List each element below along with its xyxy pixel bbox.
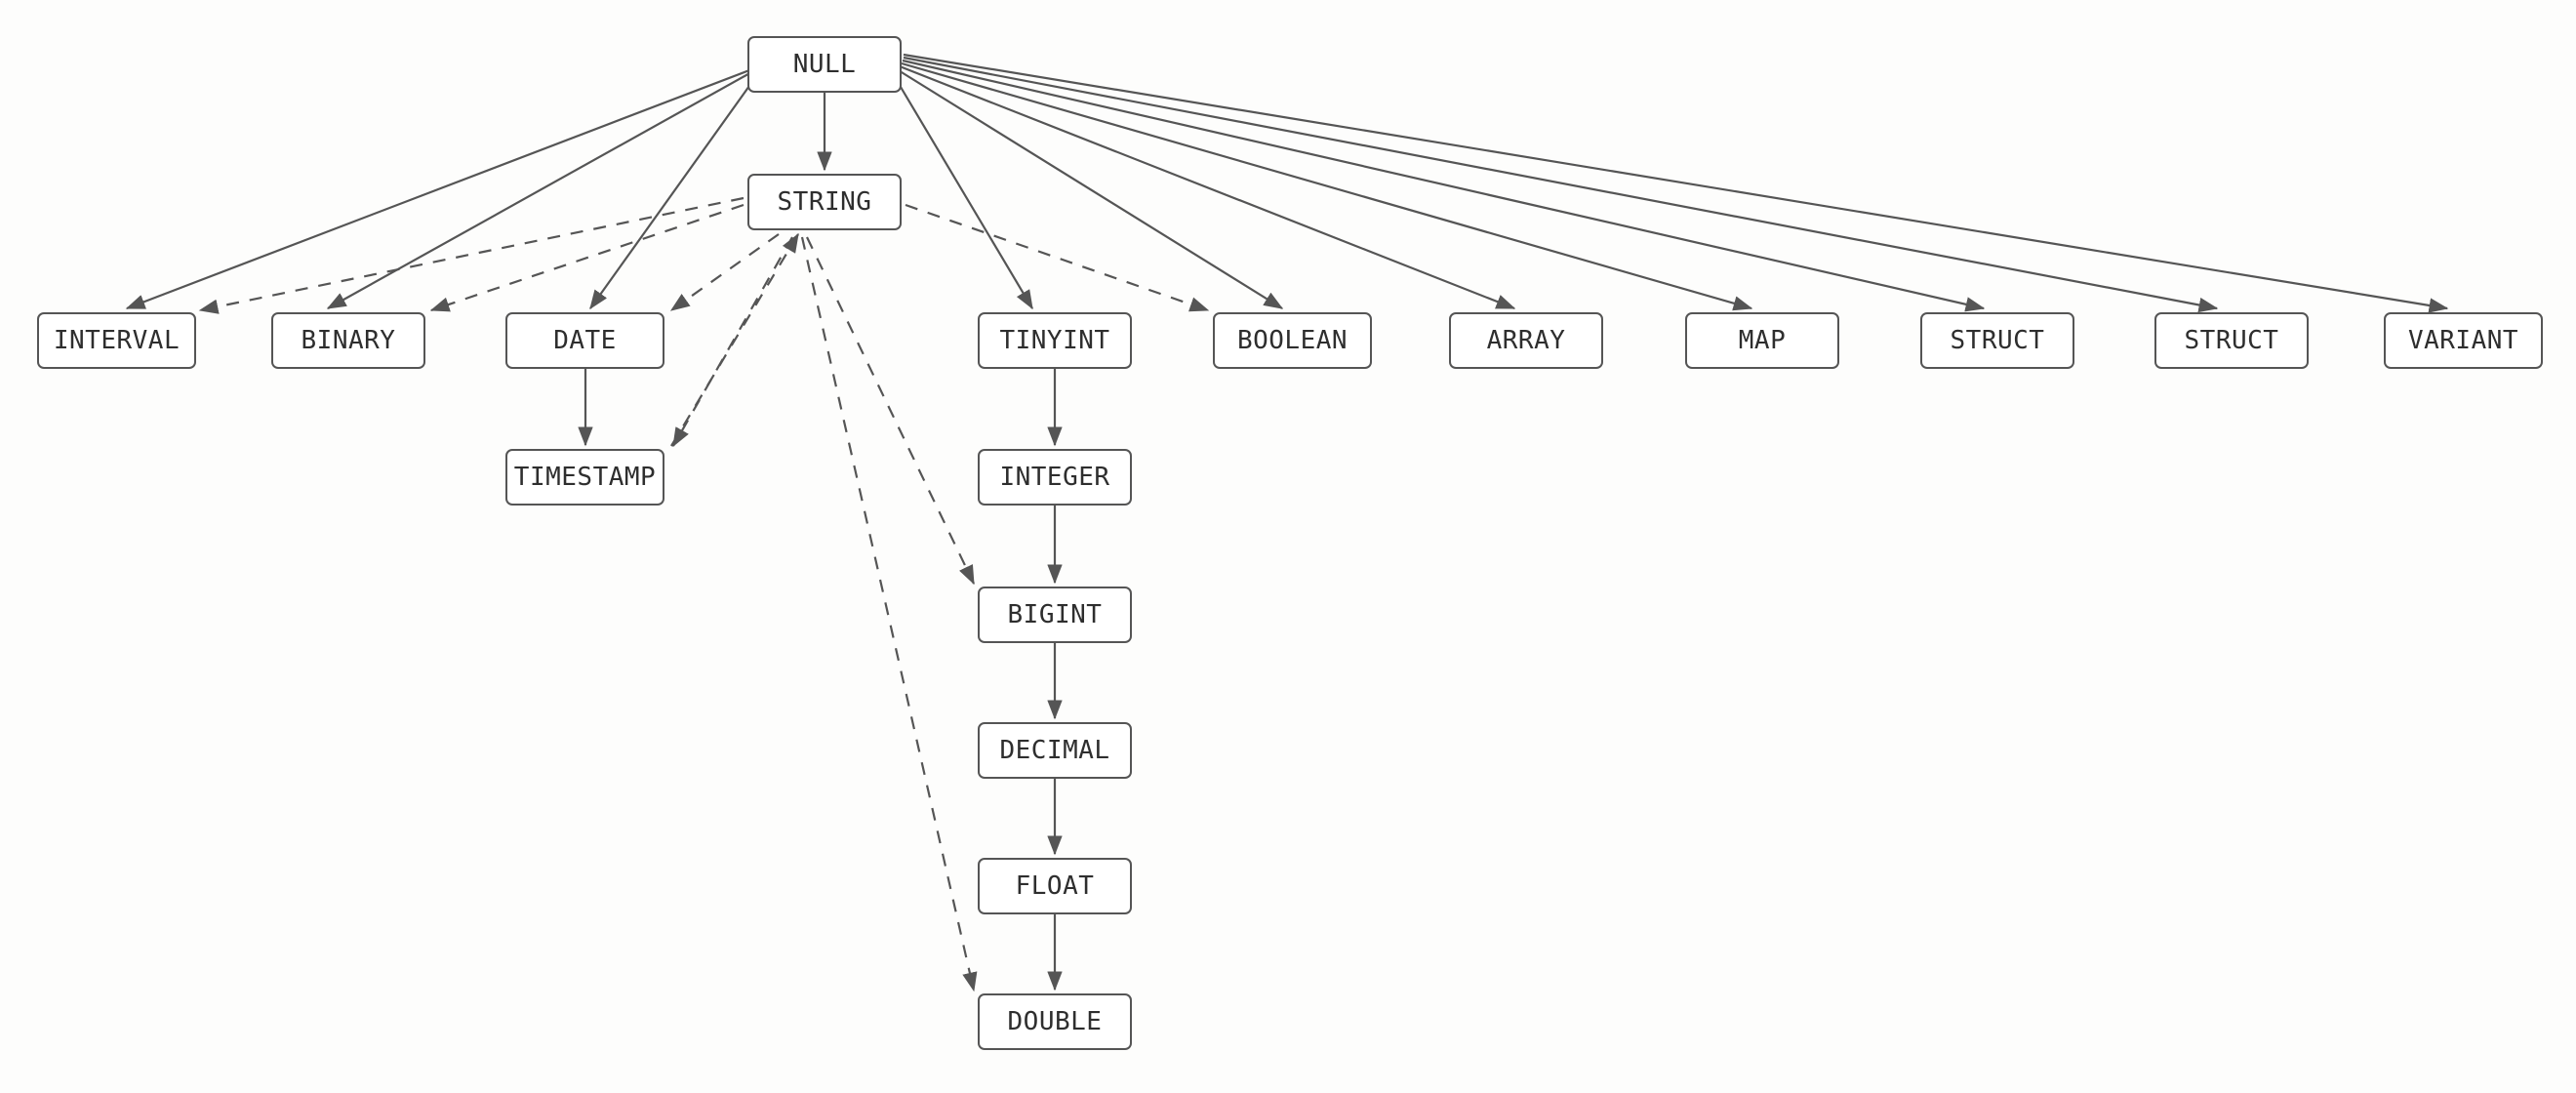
edge-null-to-boolean bbox=[896, 68, 1284, 309]
node-label-tinyint: TINYINT bbox=[999, 326, 1110, 355]
edge-timestamp-to-string bbox=[670, 232, 799, 447]
node-date[interactable]: DATE bbox=[505, 312, 664, 369]
node-label-boolean: BOOLEAN bbox=[1236, 326, 1348, 355]
node-label-null: NULL bbox=[792, 50, 857, 79]
edge-null-to-struct1 bbox=[902, 59, 1986, 312]
edge-null-to-interval bbox=[125, 68, 750, 310]
edge-null-to-array bbox=[899, 64, 1516, 310]
node-label-map: MAP bbox=[1738, 326, 1787, 355]
node-timestamp[interactable]: TIMESTAMP bbox=[505, 449, 664, 506]
node-label-struct2: STRUCT bbox=[2184, 326, 2279, 355]
node-tinyint[interactable]: TINYINT bbox=[978, 312, 1132, 369]
node-decimal[interactable]: DECIMAL bbox=[978, 722, 1132, 779]
edge-string-to-binary bbox=[429, 203, 745, 312]
node-label-float: FLOAT bbox=[1015, 871, 1095, 901]
node-array[interactable]: ARRAY bbox=[1449, 312, 1603, 369]
edge-null-to-tinyint bbox=[891, 71, 1033, 310]
edge-null-to-variant bbox=[903, 53, 2449, 313]
node-label-timestamp: TIMESTAMP bbox=[513, 463, 657, 492]
edge-string-to-interval bbox=[198, 196, 745, 314]
node-boolean[interactable]: BOOLEAN bbox=[1213, 312, 1372, 369]
node-label-decimal: DECIMAL bbox=[999, 736, 1110, 765]
node-interval[interactable]: INTERVAL bbox=[37, 312, 196, 369]
edge-string-to-date bbox=[669, 233, 780, 311]
edges-group bbox=[125, 53, 2449, 992]
edge-string-to-timestamp bbox=[672, 236, 793, 448]
node-label-binary: BINARY bbox=[301, 326, 396, 355]
node-null[interactable]: NULL bbox=[747, 36, 902, 93]
edge-null-to-binary bbox=[326, 70, 754, 309]
node-bigint[interactable]: BIGINT bbox=[978, 587, 1132, 643]
node-map[interactable]: MAP bbox=[1685, 312, 1839, 369]
node-label-date: DATE bbox=[553, 326, 617, 355]
node-label-string: STRING bbox=[777, 187, 872, 217]
node-label-interval: INTERVAL bbox=[53, 326, 181, 355]
node-binary[interactable]: BINARY bbox=[271, 312, 425, 369]
node-struct2[interactable]: STRUCT bbox=[2154, 312, 2309, 369]
edge-null-to-map bbox=[901, 61, 1753, 311]
node-float[interactable]: FLOAT bbox=[978, 858, 1132, 914]
edge-null-to-date bbox=[589, 71, 760, 310]
edge-string-to-bigint bbox=[806, 236, 975, 586]
node-label-integer: INTEGER bbox=[999, 463, 1110, 492]
node-integer[interactable]: INTEGER bbox=[978, 449, 1132, 506]
node-double[interactable]: DOUBLE bbox=[978, 993, 1132, 1050]
node-label-double: DOUBLE bbox=[1007, 1007, 1103, 1036]
node-label-array: ARRAY bbox=[1486, 326, 1566, 355]
node-label-bigint: BIGINT bbox=[1007, 600, 1103, 629]
node-label-variant: VARIANT bbox=[2407, 326, 2519, 355]
node-struct1[interactable]: STRUCT bbox=[1920, 312, 2074, 369]
edge-string-to-boolean bbox=[905, 203, 1210, 312]
node-label-struct1: STRUCT bbox=[1950, 326, 2045, 355]
edge-null-to-struct2 bbox=[903, 56, 2219, 313]
node-string[interactable]: STRING bbox=[747, 174, 902, 230]
node-variant[interactable]: VARIANT bbox=[2384, 312, 2543, 369]
edge-string-to-double bbox=[800, 236, 978, 992]
